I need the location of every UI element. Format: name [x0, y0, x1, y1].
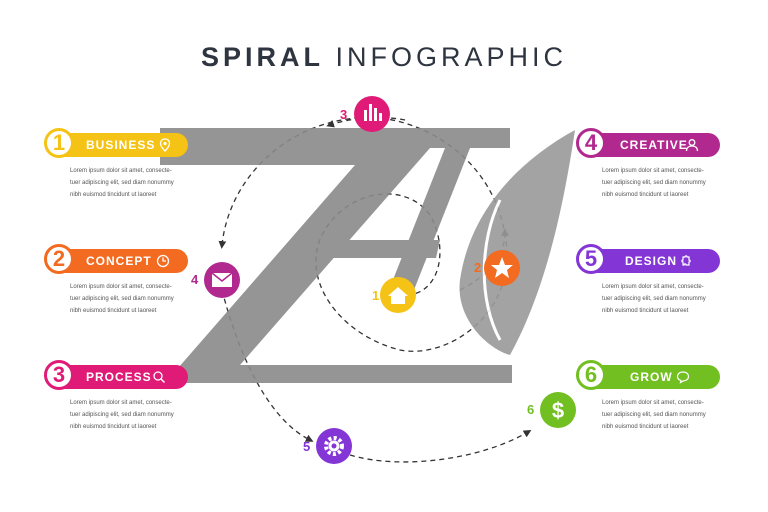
spiral-node-6-number: 6 — [527, 402, 534, 417]
step-label: BUSINESS — [86, 138, 156, 152]
step-design: 5 DESIGN Lorem ipsum dolor sit amet, con… — [576, 244, 730, 317]
location-pin-icon — [159, 138, 171, 152]
desc-line: nibh euismod tincidunt ut laoreet — [70, 424, 157, 430]
user-icon — [685, 139, 699, 152]
spiral-node-5: 5 — [303, 428, 352, 464]
step-label: CONCEPT — [86, 254, 152, 268]
watermark-logo — [160, 128, 575, 383]
spiral-node-3: 3 — [340, 96, 390, 132]
step-number: 3 — [44, 360, 74, 390]
watermark-leaf — [459, 130, 575, 355]
spiral-node-4-number: 4 — [191, 272, 199, 287]
chat-bubble-icon — [676, 371, 690, 384]
desc-line: tuer adipiscing elit, sed diam nonummy — [602, 412, 706, 418]
gear-icon — [324, 436, 344, 456]
bar-chart-icon — [364, 104, 382, 121]
step-number: 5 — [576, 244, 606, 274]
watermark-h-stroke — [385, 148, 470, 300]
step-pill: 6 GROW — [576, 360, 720, 390]
spiral-node-1-number: 1 — [372, 288, 379, 303]
step-pill: 4 CREATIVE — [576, 128, 720, 158]
desc-line: nibh euismod tincidunt ut laoreet — [602, 424, 689, 430]
home-icon — [388, 287, 408, 304]
step-number: 2 — [44, 244, 74, 274]
desc-line: tuer adipiscing elit, sed diam nonummy — [70, 412, 174, 418]
spiral-node-1: 1 — [372, 277, 416, 313]
step-description: Lorem ipsum dolor sit amet, consecte- tu… — [602, 397, 712, 433]
spiral-node-3-number: 3 — [340, 107, 347, 122]
spiral-node-2-number: 2 — [474, 260, 481, 275]
step-label: GROW — [630, 370, 673, 384]
step-label: DESIGN — [625, 254, 678, 268]
desc-line: nibh euismod tincidunt ut laoreet — [70, 308, 157, 314]
title-light: INFOGRAPHIC — [335, 42, 568, 72]
desc-line: Lorem ipsum dolor sit amet, consecte- — [602, 168, 704, 174]
step-business: 1 BUSINESS Lorem ipsum dolor sit amet, c… — [44, 128, 198, 201]
desc-line: nibh euismod tincidunt ut laoreet — [70, 192, 157, 198]
spiral-node-2: 2 — [474, 250, 520, 286]
step-description: Lorem ipsum dolor sit amet, consecte- tu… — [70, 281, 180, 317]
step-pill: 2 CONCEPT — [44, 244, 188, 274]
step-description: Lorem ipsum dolor sit amet, consecte- tu… — [602, 281, 712, 317]
spiral-node-6: $ 6 — [527, 392, 576, 428]
desc-line: Lorem ipsum dolor sit amet, consecte- — [70, 168, 172, 174]
step-pill: 5 DESIGN — [576, 244, 720, 274]
desc-line: Lorem ipsum dolor sit amet, consecte- — [70, 400, 172, 406]
clock-icon — [156, 254, 170, 268]
step-number: 1 — [44, 128, 74, 158]
step-number: 4 — [576, 128, 606, 158]
spiral-path-lower — [221, 289, 314, 442]
desc-line: Lorem ipsum dolor sit amet, consecte- — [70, 284, 172, 290]
puzzle-icon — [681, 255, 691, 266]
envelope-icon — [211, 272, 233, 287]
spiral-path-bottom — [349, 430, 532, 463]
step-label: PROCESS — [86, 370, 152, 384]
spiral-node-4: 4 — [191, 262, 240, 298]
title-bold: SPIRAL — [200, 42, 324, 72]
desc-line: tuer adipiscing elit, sed diam nonummy — [70, 296, 174, 302]
desc-line: Lorem ipsum dolor sit amet, consecte- — [602, 400, 704, 406]
search-icon — [153, 371, 166, 384]
step-pill: 3 PROCESS — [44, 360, 188, 390]
page-title: SPIRAL INFOGRAPHIC — [0, 42, 768, 73]
step-process: 3 PROCESS Lorem ipsum dolor sit amet, co… — [44, 360, 198, 433]
step-concept: 2 CONCEPT Lorem ipsum dolor sit amet, co… — [44, 244, 198, 317]
desc-line: tuer adipiscing elit, sed diam nonummy — [70, 180, 174, 186]
watermark-z-shape — [160, 128, 512, 383]
step-pill: 1 BUSINESS — [44, 128, 188, 158]
step-label: CREATIVE — [620, 138, 688, 152]
step-description: Lorem ipsum dolor sit amet, consecte- tu… — [70, 165, 180, 201]
desc-line: tuer adipiscing elit, sed diam nonummy — [602, 296, 706, 302]
desc-line: tuer adipiscing elit, sed diam nonummy — [602, 180, 706, 186]
star-icon — [491, 257, 513, 278]
desc-line: nibh euismod tincidunt ut laoreet — [602, 192, 689, 198]
step-creative: 4 CREATIVE Lorem ipsum dolor sit amet, c… — [576, 128, 730, 201]
spiral-node-5-number: 5 — [303, 439, 310, 454]
desc-line: nibh euismod tincidunt ut laoreet — [602, 308, 689, 314]
dollar-icon: $ — [552, 398, 564, 423]
step-grow: 6 GROW Lorem ipsum dolor sit amet, conse… — [576, 360, 730, 433]
step-description: Lorem ipsum dolor sit amet, consecte- tu… — [70, 397, 180, 433]
step-description: Lorem ipsum dolor sit amet, consecte- tu… — [602, 165, 712, 201]
desc-line: Lorem ipsum dolor sit amet, consecte- — [602, 284, 704, 290]
step-number: 6 — [576, 360, 606, 390]
